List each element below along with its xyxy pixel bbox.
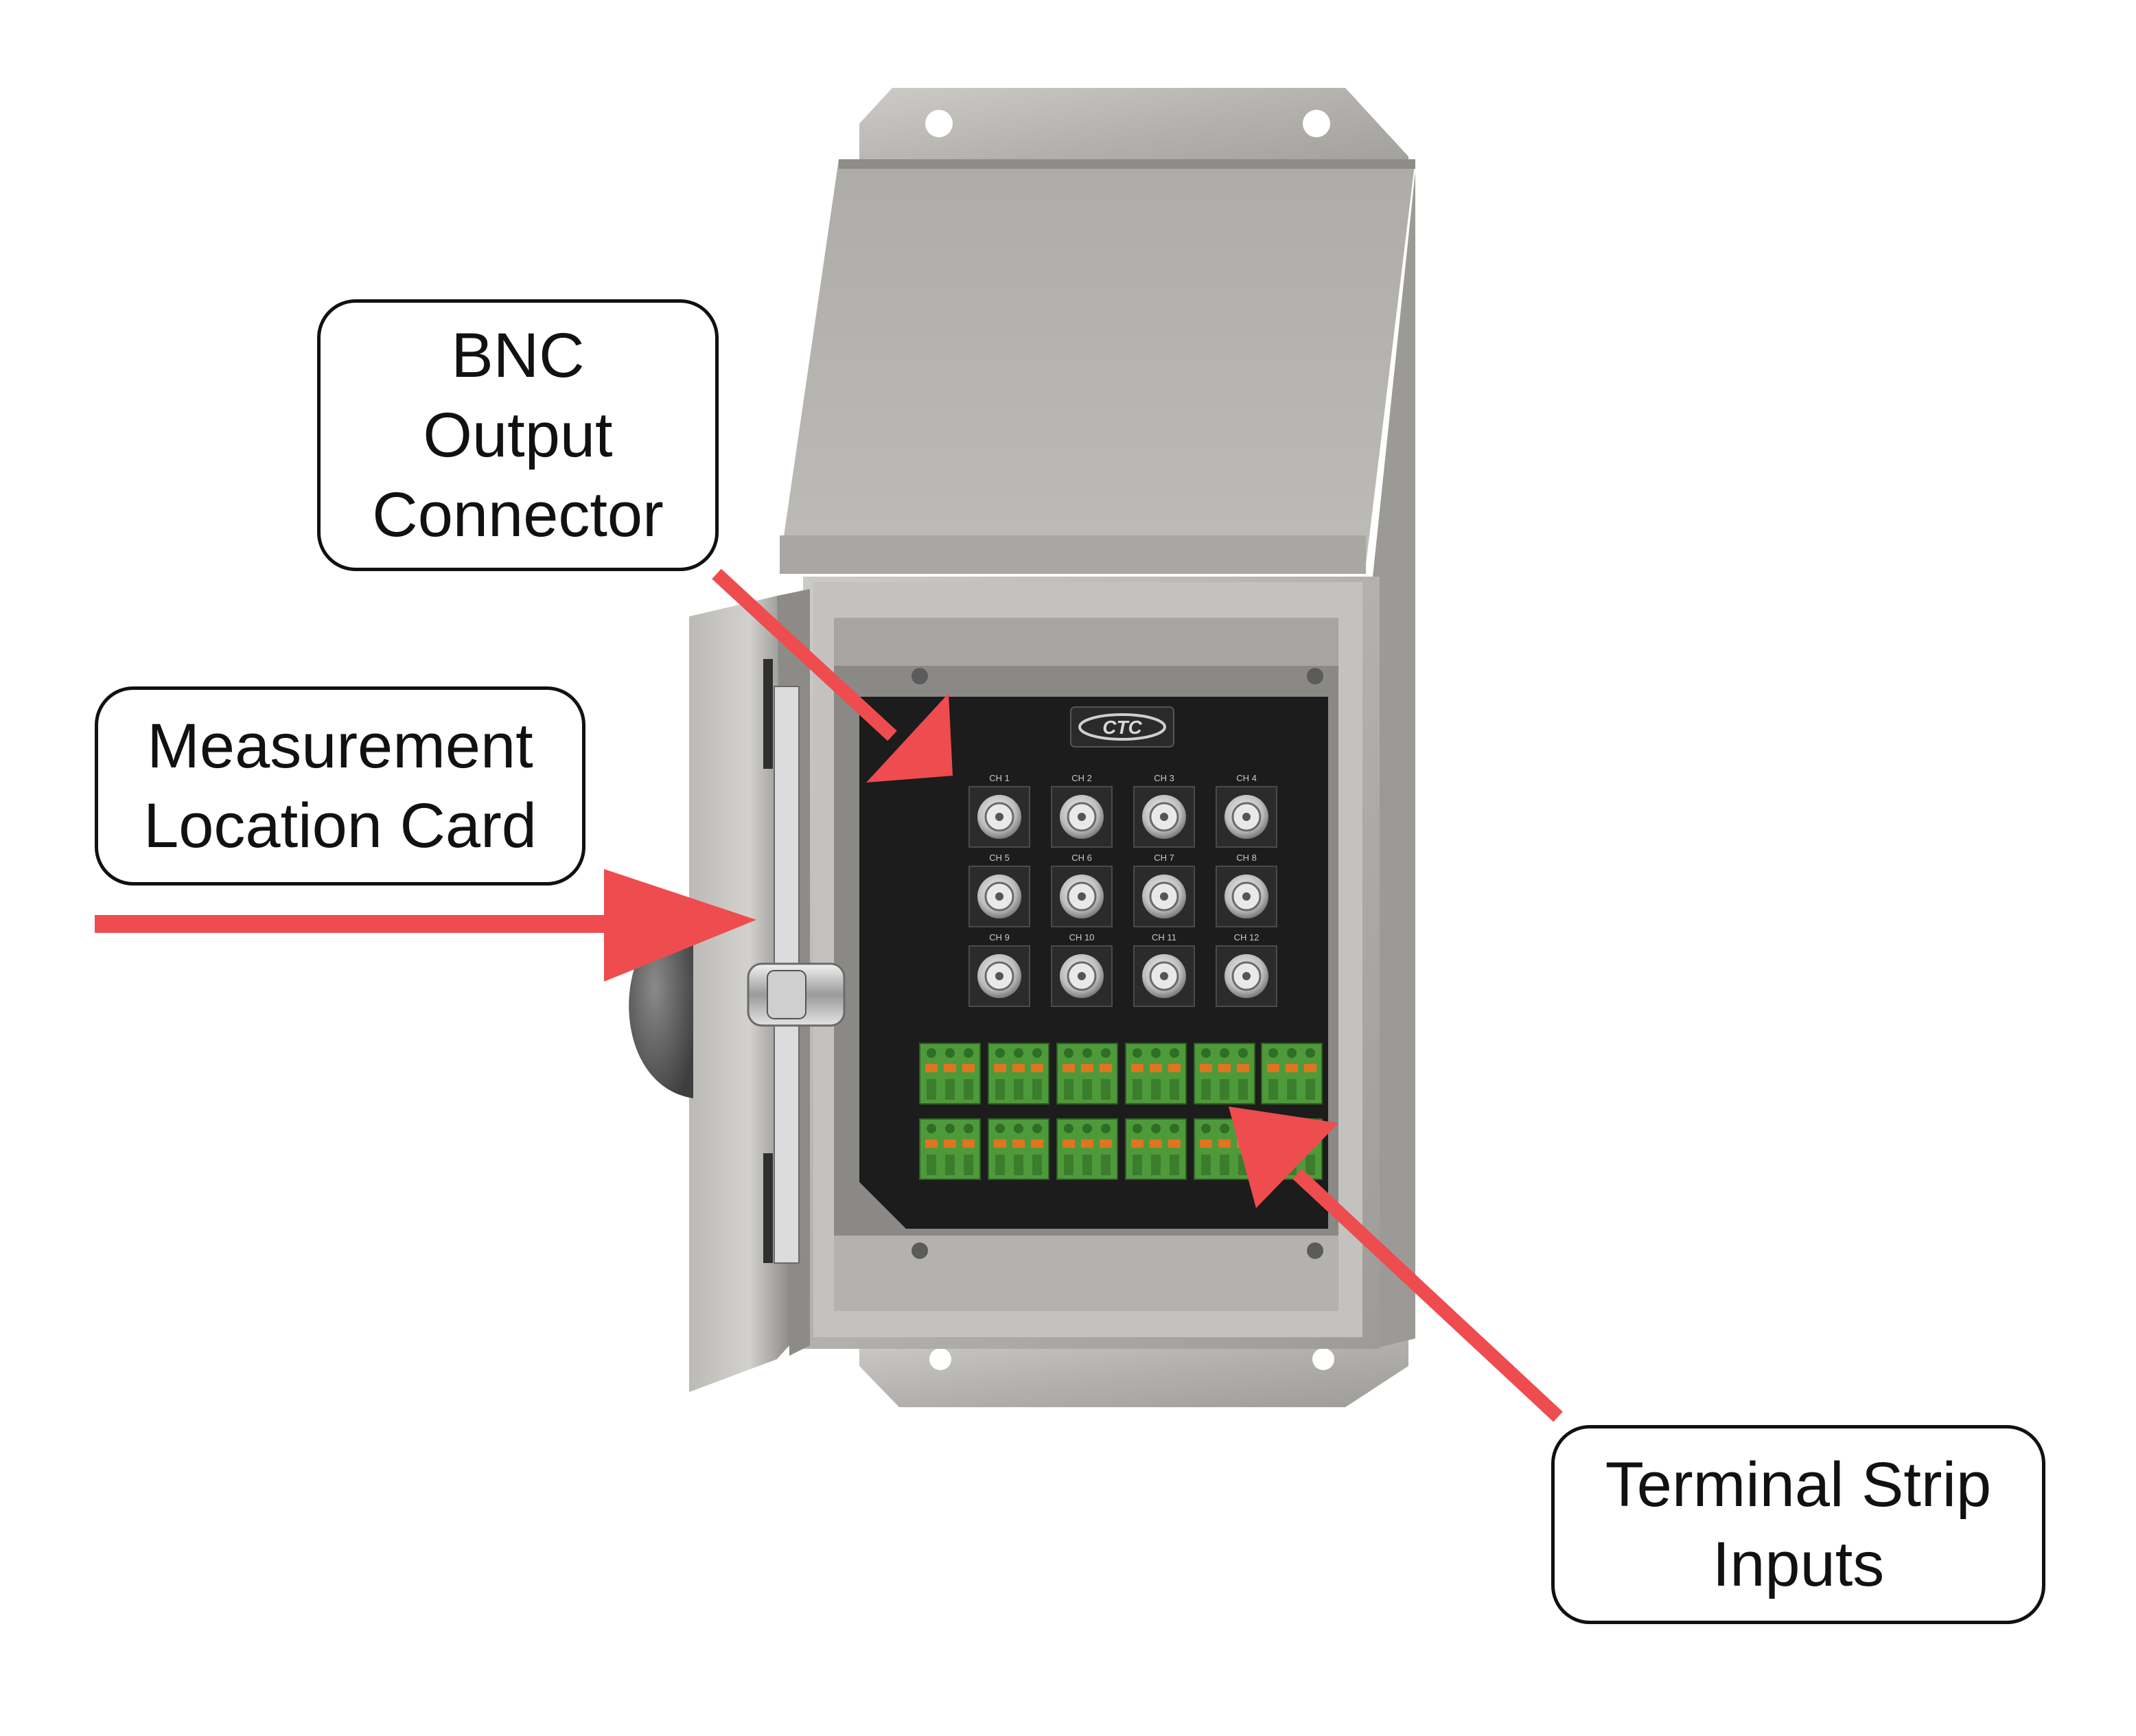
bnc-connector: [968, 945, 1030, 1007]
bnc-connector: [1216, 786, 1277, 848]
bnc-connector: [1133, 866, 1195, 927]
callout-line: Connector: [372, 480, 664, 550]
terminal-block: [988, 1043, 1049, 1104]
terminal-block: [1125, 1118, 1187, 1180]
mounting-hole: [929, 1348, 951, 1370]
channel-label: CH 12: [1234, 932, 1259, 942]
bnc-connector: [1216, 866, 1277, 927]
callout-line: Measurement: [147, 711, 533, 781]
mounting-hole: [1312, 1348, 1334, 1370]
rain-hood-lid: [780, 159, 1415, 564]
arrow-terminal-strip: [1229, 1107, 1563, 1422]
callout-line: Output: [423, 400, 613, 470]
bnc-connector: [1216, 945, 1277, 1007]
terminal-block: [988, 1118, 1049, 1180]
callout-line: Terminal Strip: [1605, 1450, 1992, 1520]
terminal-block: [1194, 1043, 1255, 1104]
callout-measurement-location-card: Measurement Location Card: [95, 686, 585, 886]
enclosure-side: [1373, 172, 1415, 1349]
terminal-block: [919, 1043, 981, 1104]
channel-label: CH 4: [1236, 773, 1257, 783]
channel-label: CH 11: [1152, 932, 1176, 942]
channel-label: CH 8: [1236, 853, 1257, 863]
channel-label: CH 3: [1154, 773, 1174, 783]
callout-bnc-output-connector: BNC Output Connector: [317, 299, 719, 571]
terminal-block: [1056, 1118, 1118, 1180]
channel-label: CH 1: [989, 773, 1010, 783]
channel-label: CH 5: [989, 853, 1010, 863]
bottom-mounting-tab: [859, 1337, 1408, 1407]
channel-label: CH 9: [989, 932, 1010, 942]
ctc-logo: CTC: [1070, 706, 1174, 748]
arrow-measurement-card: [95, 869, 756, 982]
bnc-connector: [1133, 786, 1195, 848]
arrow-bnc: [712, 568, 953, 783]
terminal-block: [1261, 1043, 1323, 1104]
channel-label: CH 6: [1071, 853, 1092, 863]
terminal-block: [1056, 1043, 1118, 1104]
callout-line: BNC: [451, 321, 585, 391]
callout-line: Inputs: [1712, 1529, 1885, 1599]
bnc-connector-array: CH 1 CH 2 CH 3 CH 4 CH 5 CH 6 CH 7 CH 8 CH 9 CH 1…: [968, 773, 1277, 1007]
bnc-connector: [1051, 786, 1113, 848]
lid-front-edge: [780, 535, 1366, 574]
bnc-connector: [968, 786, 1030, 848]
bnc-connector: [1051, 866, 1113, 927]
mounting-hole: [925, 110, 953, 137]
channel-label: CH 2: [1071, 773, 1092, 783]
channel-label: CH 7: [1154, 853, 1174, 863]
terminal-block: [919, 1118, 981, 1180]
mounting-hole: [1303, 110, 1330, 137]
terminal-block: [1125, 1043, 1187, 1104]
svg-text:CTC: CTC: [1102, 717, 1142, 738]
bnc-connector: [968, 866, 1030, 927]
bnc-connector: [1051, 945, 1113, 1007]
callout-terminal-strip-inputs: Terminal Strip Inputs: [1551, 1425, 2045, 1624]
channel-label: CH 10: [1069, 932, 1095, 942]
callout-line: Location Card: [143, 791, 537, 861]
bnc-connector: [1133, 945, 1195, 1007]
